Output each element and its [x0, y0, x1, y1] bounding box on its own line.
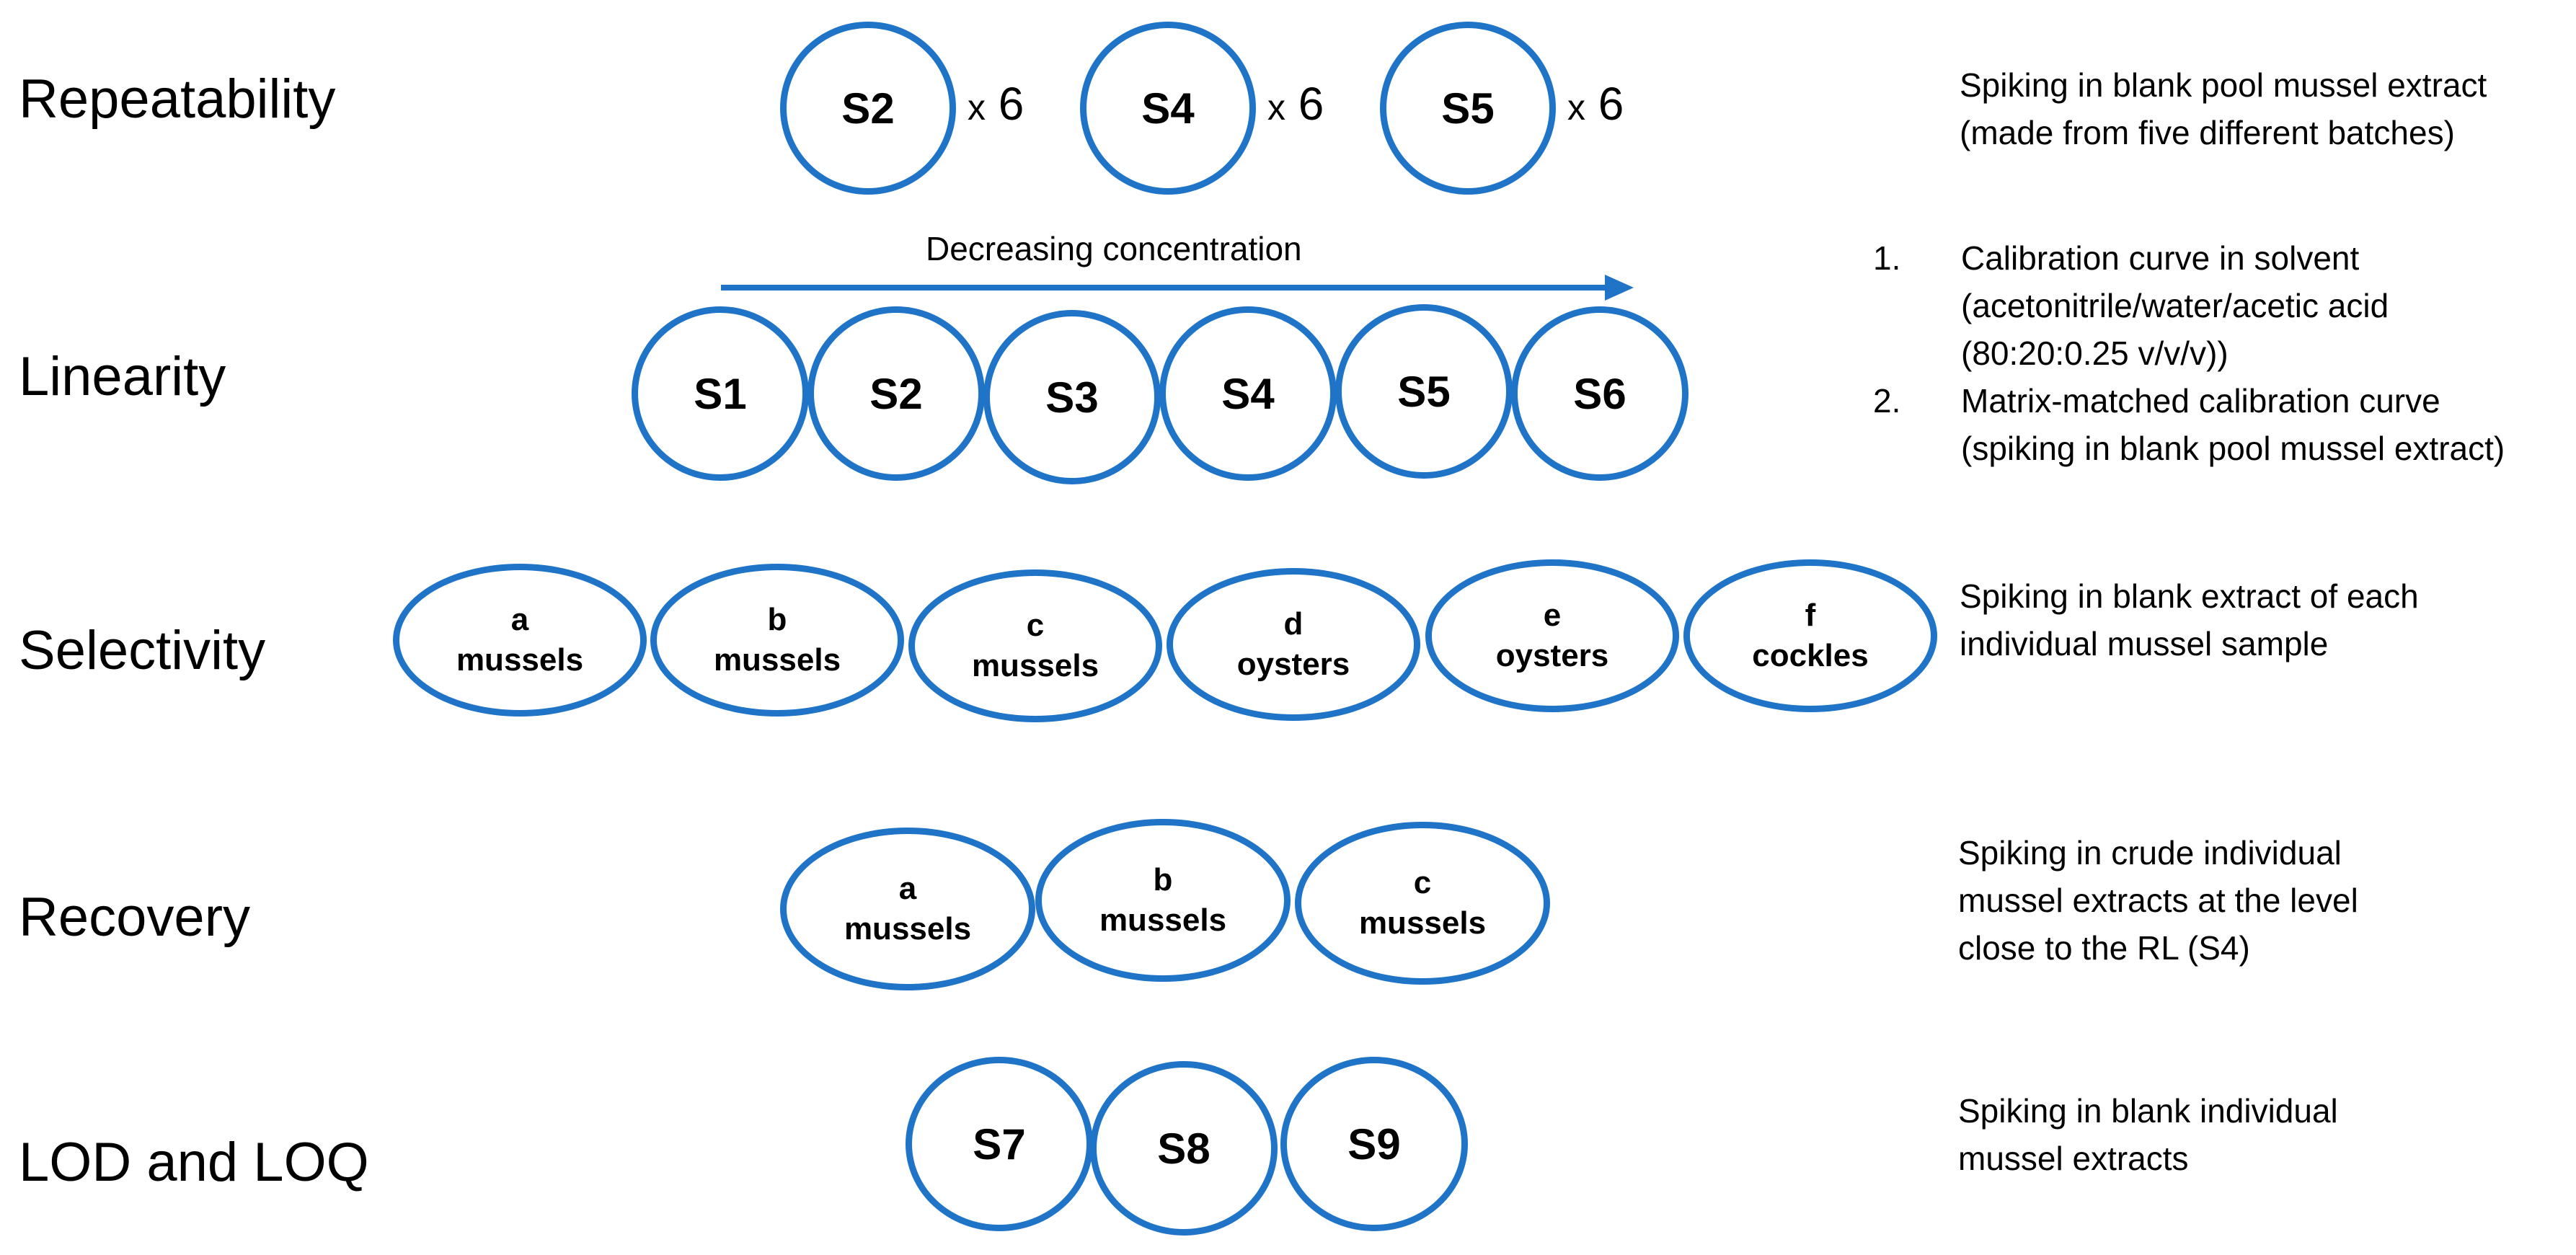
lod-loq-sample-s7: S7 — [906, 1057, 1093, 1231]
sample-type: mussels — [456, 642, 584, 678]
repeatability-multiplier-s5: x 6 — [1567, 78, 1624, 130]
selectivity-sample-d: d oysters — [1167, 568, 1420, 721]
sample-label: S2 — [869, 369, 923, 418]
repeatability-sample-s2: S2 — [780, 22, 956, 195]
sample-label: S1 — [694, 369, 747, 418]
repeatability-multiplier-s4: x 6 — [1267, 78, 1324, 130]
linearity-sample-s1: S1 — [632, 306, 809, 481]
repeatability-sample-s4: S4 — [1080, 22, 1256, 195]
sample-type: mussels — [844, 911, 972, 946]
sample-label: S5 — [1441, 84, 1495, 133]
sample-id: d — [1283, 606, 1304, 642]
recovery-sample-a: a mussels — [780, 828, 1035, 990]
sample-type: oysters — [1495, 638, 1609, 673]
sample-id: c — [1026, 608, 1045, 643]
selectivity-sample-a: a mussels — [393, 564, 647, 717]
decreasing-concentration-arrow — [721, 275, 1634, 301]
selectivity-sample-f: f cockles — [1683, 559, 1937, 712]
lod-loq-note: Spiking in blank individual mussel extra… — [1958, 1092, 2338, 1177]
linearity-sample-s2: S2 — [807, 306, 985, 481]
recovery-sample-c: c mussels — [1295, 822, 1550, 985]
recovery-note: Spiking in crude individual mussel extra… — [1958, 834, 2358, 967]
sample-label: S6 — [1573, 369, 1626, 418]
sample-id: f — [1805, 598, 1816, 633]
repeatability-note: Spiking in blank pool mussel extract (ma… — [1960, 66, 2487, 151]
row-label-lod-loq: LOD and LOQ — [19, 1132, 369, 1193]
row-label-repeatability: Repeatability — [19, 68, 336, 130]
linearity-sample-s5: S5 — [1335, 304, 1513, 479]
linearity-note-2: 2. Matrix-matched calibration curve (spi… — [1873, 382, 2505, 467]
linearity-sample-s3: S3 — [983, 310, 1161, 484]
sample-label: S2 — [841, 84, 895, 133]
selectivity-sample-b: b mussels — [650, 564, 904, 717]
lod-loq-sample-s8: S8 — [1090, 1061, 1278, 1236]
sample-id: c — [1413, 865, 1432, 900]
sample-id: a — [898, 871, 917, 906]
sample-id: b — [1153, 862, 1173, 897]
recovery-sample-b: b mussels — [1035, 819, 1291, 982]
selectivity-note: Spiking in blank extract of each individ… — [1960, 577, 2419, 662]
lod-loq-sample-s9: S9 — [1280, 1057, 1468, 1231]
sample-id: a — [510, 602, 529, 637]
repeatability-sample-s5: S5 — [1380, 22, 1556, 195]
row-label-recovery: Recovery — [19, 887, 250, 948]
linearity-sample-s6: S6 — [1511, 306, 1688, 481]
sample-label: S7 — [973, 1119, 1026, 1168]
linearity-note-1: 1. Calibration curve in solvent (acetoni… — [1873, 239, 2389, 372]
repeatability-multiplier-s2: x 6 — [968, 78, 1024, 130]
sample-type: mussels — [713, 642, 841, 678]
sample-type: oysters — [1236, 647, 1350, 682]
row-label-selectivity: Selectivity — [19, 620, 266, 681]
sample-type: cockles — [1752, 638, 1869, 673]
sample-label: S4 — [1141, 84, 1195, 133]
arrow-label: Decreasing concentration — [926, 230, 1302, 267]
sample-label: S5 — [1397, 367, 1451, 416]
selectivity-sample-e: e oysters — [1425, 559, 1679, 712]
sample-label: S3 — [1045, 373, 1099, 422]
selectivity-sample-c: c mussels — [908, 569, 1162, 722]
sample-type: mussels — [1099, 903, 1227, 938]
sample-label: S8 — [1157, 1124, 1210, 1173]
sample-label: S9 — [1347, 1119, 1401, 1168]
sample-id: b — [767, 602, 787, 637]
sample-label: S4 — [1221, 369, 1275, 418]
sample-type: mussels — [1358, 905, 1487, 941]
linearity-sample-s4: S4 — [1159, 306, 1337, 481]
sample-id: e — [1543, 598, 1562, 633]
row-label-linearity: Linearity — [19, 346, 226, 407]
sample-type: mussels — [971, 648, 1099, 683]
